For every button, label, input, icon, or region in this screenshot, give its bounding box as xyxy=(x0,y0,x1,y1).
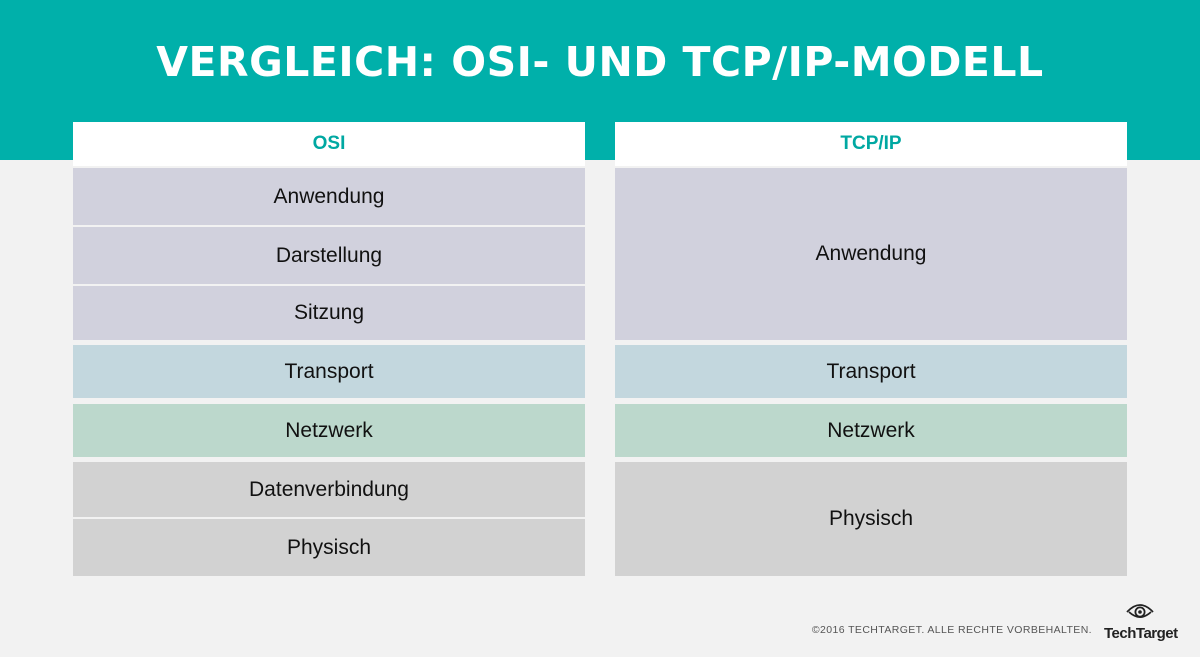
tcpip-layer-physisch: Physisch xyxy=(615,462,1127,576)
osi-layer-anwendung: Anwendung xyxy=(73,168,585,225)
techtarget-logo: TechTarget xyxy=(1104,600,1178,642)
tcpip-header: TCP/IP xyxy=(615,122,1127,166)
osi-header: OSI xyxy=(73,122,585,166)
tcpip-layer-anwendung: Anwendung xyxy=(615,168,1127,340)
tcpip-layer-netzwerk: Netzwerk xyxy=(615,404,1127,457)
osi-layer-physisch: Physisch xyxy=(73,519,585,576)
tcpip-layer-transport: Transport xyxy=(615,345,1127,398)
logo-text: TechTarget xyxy=(1104,625,1178,642)
osi-layer-datenverbindung: Datenverbindung xyxy=(73,462,585,517)
osi-column: OSI Anwendung Darstellung Sitzung Transp… xyxy=(73,122,585,576)
osi-layer-transport: Transport xyxy=(73,345,585,398)
osi-layer-netzwerk: Netzwerk xyxy=(73,404,585,457)
osi-layer-darstellung: Darstellung xyxy=(73,227,585,284)
tcpip-column: TCP/IP Anwendung Transport Netzwerk Phys… xyxy=(615,122,1127,576)
copyright-notice: ©2016 TECHTARGET. ALLE RECHTE VORBEHALTE… xyxy=(811,624,1092,636)
osi-layer-sitzung: Sitzung xyxy=(73,286,585,340)
eye-icon xyxy=(1126,604,1154,618)
page-title: VERGLEICH: OSI- UND TCP/IP-MODELL xyxy=(156,38,1044,86)
